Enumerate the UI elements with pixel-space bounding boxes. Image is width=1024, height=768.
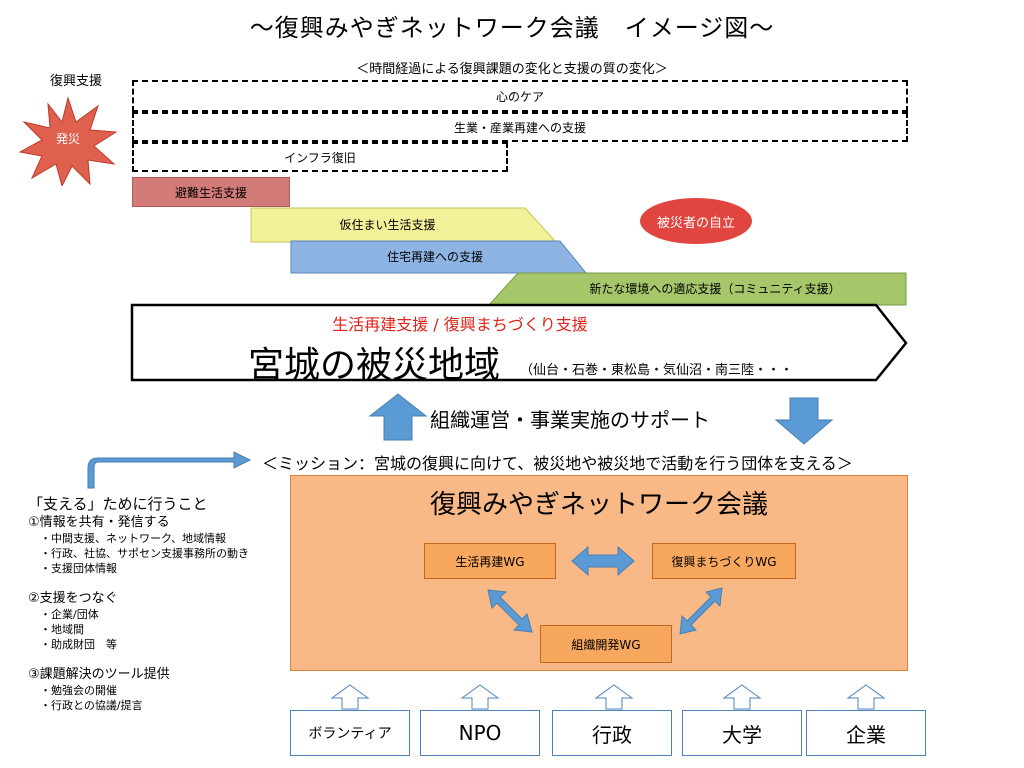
left-section-item: ・企業/団体 xyxy=(40,608,99,621)
dashed-bar-kokoro: 心のケア xyxy=(132,80,908,112)
disaster-burst-icon xyxy=(18,96,118,186)
region-arrow xyxy=(130,303,908,382)
left-section-item: ・地域間 xyxy=(40,623,84,636)
left-section-title: ①情報を共有・発信する xyxy=(28,515,170,530)
org-university-label: 大学 xyxy=(722,722,762,747)
page-title: ～復興みやぎネットワーク会議 イメージ図～ xyxy=(249,14,775,42)
org-government: 行政 xyxy=(552,710,672,756)
band-temporary-housing-label: 仮住まい生活支援 xyxy=(339,218,436,232)
burst-label: 発災 xyxy=(55,132,80,146)
wg-org-dev-label: 組織開発WG xyxy=(571,637,641,652)
org-company: 企業 xyxy=(806,710,926,756)
org-government-label: 行政 xyxy=(592,722,632,747)
left-section-item: ・行政との協議/提言 xyxy=(40,699,143,712)
band-adaptation-label: 新たな環境への適応支援（コミュニティ支援） xyxy=(589,282,841,296)
network-title: 復興みやぎネットワーク会議 xyxy=(429,490,768,520)
wg-town-rebuild-label: 復興まちづくりWG xyxy=(671,554,777,569)
band-evacuation-label: 避難生活支援 xyxy=(174,185,247,200)
wg-life-rebuild: 生活再建WG xyxy=(424,543,556,579)
support-label: 組織運営・事業実施のサポート xyxy=(430,408,710,432)
double-arrow-diagonal-right-icon xyxy=(679,587,723,635)
wg-town-rebuild: 復興まちづくりWG xyxy=(652,543,796,579)
left-section-item: ・行政、社協、サポセン支援事務所の動き xyxy=(40,547,249,560)
org-volunteer-label: ボランティア xyxy=(308,726,392,742)
left-section-title: ③課題解決のツール提供 xyxy=(28,667,170,682)
org-up-arrow-icon xyxy=(460,684,500,710)
dashed-bar-infra: インフラ復旧 xyxy=(132,142,508,172)
mission-text: ＜ミッション：宮城の復興に向けて、被災地や被災地で活動を行う団体を支える＞ xyxy=(262,454,853,473)
org-up-arrow-icon xyxy=(594,684,634,710)
left-section-item: ・支援団体情報 xyxy=(40,562,117,575)
org-npo-label: NPO xyxy=(458,721,502,745)
band-housing-rebuild-label: 住宅再建への支援 xyxy=(386,250,483,264)
timeline-subtitle: ＜時間経過による復興課題の変化と支援の質の変化＞ xyxy=(356,62,668,77)
dashed-bar-kokoro-label: 心のケア xyxy=(495,89,544,104)
org-university: 大学 xyxy=(682,710,802,756)
self-reliance-ellipse xyxy=(640,198,752,244)
left-list: 「支える」ために行うこと ①情報を共有・発信する ・中間支援、ネットワーク、地域… xyxy=(28,494,278,713)
org-up-arrow-icon xyxy=(330,684,370,710)
org-company-label: 企業 xyxy=(846,722,886,747)
self-reliance-label: 被災者の自立 xyxy=(656,216,735,231)
org-volunteer: ボランティア xyxy=(290,710,410,756)
org-npo: NPO xyxy=(420,710,540,756)
org-up-arrow-icon xyxy=(722,684,762,710)
dashed-bar-industry-label: 生業・産業再建への支援 xyxy=(453,120,586,135)
band-evacuation: 避難生活支援 xyxy=(132,177,290,207)
left-section-title: ②支援をつなぐ xyxy=(28,591,118,606)
timeline-left-label: 復興支援 xyxy=(50,74,103,89)
region-small-text: （仙台・石巻・東松島・気仙沼・南三陸・・・ xyxy=(520,363,794,378)
bent-arrow-icon xyxy=(87,451,252,489)
left-section-item: ・助成財団 等 xyxy=(40,638,117,651)
left-list-heading: 「支える」ために行うこと xyxy=(28,495,208,513)
wg-org-dev: 組織開発WG xyxy=(540,625,672,663)
dashed-bar-infra-label: インフラ復旧 xyxy=(284,150,356,165)
left-section-item: ・中間支援、ネットワーク、地域情報 xyxy=(40,532,227,545)
dashed-bar-industry: 生業・産業再建への支援 xyxy=(132,112,908,142)
org-up-arrow-icon xyxy=(846,684,886,710)
arrow-up-icon xyxy=(368,393,428,441)
wg-life-rebuild-label: 生活再建WG xyxy=(455,554,525,569)
double-arrow-horizontal-icon xyxy=(571,545,635,577)
region-red-text: 生活再建支援 / 復興まちづくり支援 xyxy=(332,315,588,334)
arrow-down-icon xyxy=(774,397,834,445)
region-big-text: 宮城の被災地域 xyxy=(248,345,501,386)
left-section-item: ・勉強会の開催 xyxy=(40,684,117,697)
double-arrow-diagonal-left-icon xyxy=(487,589,533,633)
